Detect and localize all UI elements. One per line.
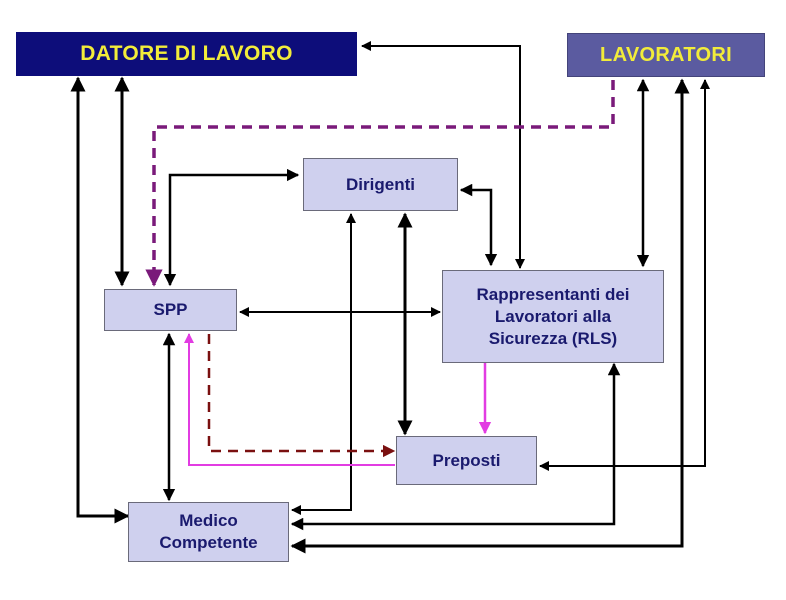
edge-rls-datore [361,41,525,269]
node-medico-label: Medico Competente [159,511,258,552]
node-medico-competente: Medico Competente [128,502,289,562]
edge-lavoratori-medico [290,78,690,554]
node-rls-label: Rappresentanti dei Lavoratori alla Sicur… [476,284,630,348]
node-spp-label: SPP [153,300,188,319]
node-datore-label: DATORE DI LAVORO [80,42,293,65]
node-lavoratori: LAVORATORI [567,33,765,77]
edge-medico-datore [70,76,130,524]
node-preposti-label: Preposti [432,450,501,470]
edge-spp-preposti [207,334,396,458]
edge-spp-dirigenti [163,168,300,287]
node-dirigenti: Dirigenti [303,158,458,211]
edge-dirigenti-rls [459,183,498,267]
node-rls: Rappresentanti dei Lavoratori alla Sicur… [442,270,664,363]
node-datore-di-lavoro: DATORE DI LAVORO [16,32,357,76]
node-dirigenti-label: Dirigenti [346,174,415,194]
node-preposti: Preposti [396,436,537,485]
node-spp: SPP [104,289,237,331]
edge-preposti-spp [184,333,395,466]
node-lavoratori-label: LAVORATORI [600,43,732,66]
